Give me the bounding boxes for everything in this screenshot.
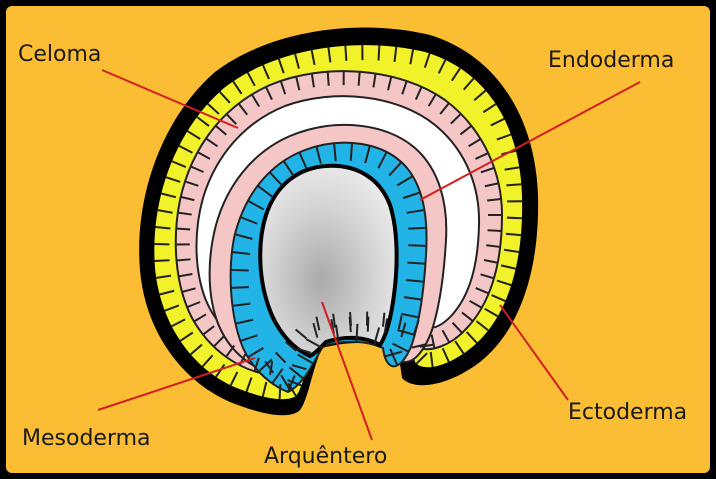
cell-wall [407,263,425,264]
cell-wall [345,46,346,61]
label-mesoderma: Mesoderma [22,428,151,450]
cell-wall [506,184,521,185]
cell-wall [176,229,190,230]
cell-wall [177,259,191,260]
cell-wall [231,287,249,288]
cell-wall [328,72,329,86]
ectoderma-leader [500,305,568,400]
cell-wall [155,260,170,261]
label-arquentero: Arquêntero [264,446,387,468]
cell-wall [488,230,502,231]
cell-wall [408,228,426,229]
archenteron-cavity [260,166,396,356]
cell-wall [350,312,351,326]
label-celoma: Celoma [18,44,101,66]
cell-wall [408,245,426,246]
cell-wall [357,324,358,342]
label-endoderma: Endoderma [548,50,674,72]
cell-wall [280,384,281,399]
cell-wall [506,234,521,235]
cell-wall [507,218,522,219]
label-ectoderma: Ectoderma [568,402,687,424]
cell-wall [379,46,380,61]
cell-wall [351,143,352,161]
cell-wall [231,270,249,271]
cell-wall [359,72,360,86]
